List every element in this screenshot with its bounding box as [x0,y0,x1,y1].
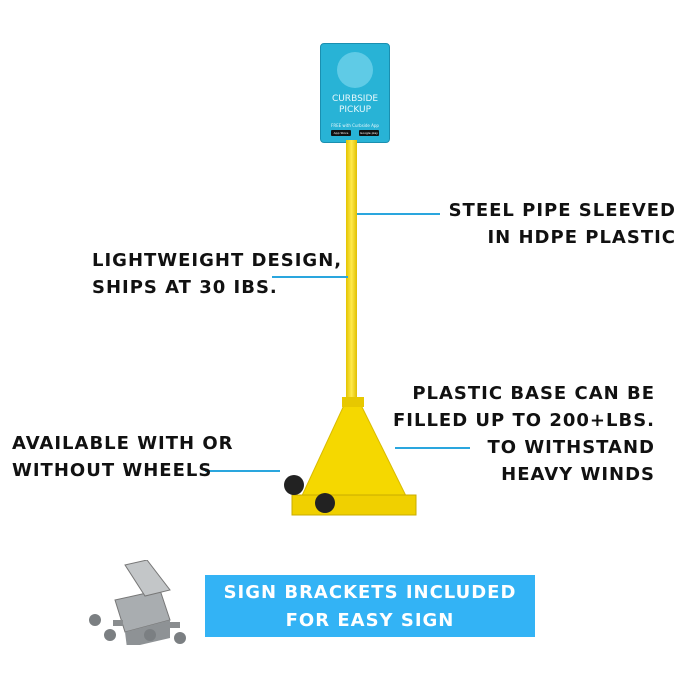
curbside-pickup-sign: CURBSIDE PICKUP FREE with Curbside App A… [320,43,390,143]
callout-line-base [395,447,470,449]
wheel-icon [284,475,304,495]
callout-line-pipe [357,213,440,215]
plastic-base [284,397,417,516]
shopping-bag-icon [337,52,373,88]
callout-weight: LIGHTWEIGHT DESIGN,SHIPS AT 30 IBS. [92,250,343,298]
app-store-badge: App Store [331,130,351,136]
callout-line-weight [272,276,348,278]
sign-subtitle: FREE with Curbside App [331,123,379,128]
wheel-icon [315,493,335,513]
pole [346,140,357,420]
google-play-badge: Google play [359,130,379,136]
sign-title-1: CURBSIDE [331,94,379,104]
callout-line-wheels [205,470,280,472]
sign-title-2: PICKUP [338,105,372,115]
sign-bracket-hardware [89,560,186,645]
